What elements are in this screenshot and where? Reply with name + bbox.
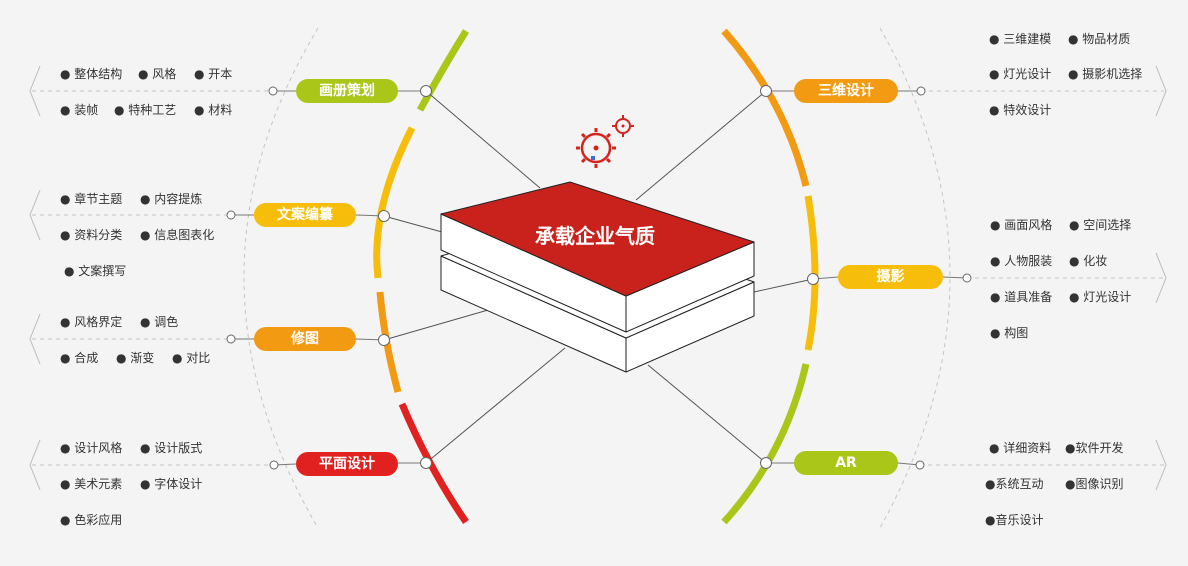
branch-pill-copywriting[interactable]: 文案编纂	[254, 203, 356, 227]
list-item: ● 详细资料	[989, 441, 1052, 455]
list-item: ● 开本	[194, 67, 233, 81]
list-item: ● 特种工艺	[114, 103, 177, 117]
list-item: ● 调色	[140, 315, 179, 329]
list-item: ● 构图	[990, 326, 1029, 340]
branch-pill-graphic-design[interactable]: 平面设计	[296, 452, 398, 476]
list-item: ● 化妆	[1069, 254, 1108, 268]
list-item: ● 美术元素	[60, 477, 123, 491]
list-item: ● 信息图表化	[140, 228, 215, 242]
list-item: ● 文案撰写	[64, 264, 127, 278]
branch-pill-retouching[interactable]: 修图	[254, 327, 356, 351]
list-item: ● 色彩应用	[60, 513, 123, 527]
left-arc-segment-green	[416, 29, 469, 112]
book-stack	[440, 181, 755, 373]
list-item: ● 空间选择	[1069, 218, 1132, 232]
list-item: ● 装帧	[60, 103, 99, 117]
list-item: ● 整体结构	[60, 67, 123, 81]
list-item: ● 合成	[60, 351, 99, 365]
right-arc-segment-green	[721, 363, 810, 525]
branch-pill-3d-design[interactable]: 三维设计	[794, 79, 898, 103]
list-item: ● 道具准备	[990, 290, 1053, 304]
branch-pill-ar[interactable]: AR	[794, 451, 898, 475]
upper-book-top	[440, 181, 755, 297]
branch-pill-album-planning[interactable]: 画册策划	[296, 79, 398, 103]
right-arc-segment-orange	[721, 28, 810, 187]
branch-pill-photography[interactable]: 摄影	[838, 265, 943, 289]
list-item: ● 人物服装	[990, 254, 1053, 268]
connector-nodes	[226, 85, 972, 470]
list-item: ● 摄影机选择	[1068, 67, 1143, 81]
left-arc-segment-red	[398, 402, 469, 524]
list-item: ● 设计版式	[140, 441, 203, 455]
list-item: ● 特效设计	[989, 103, 1052, 117]
center-title: 承载企业气质	[535, 224, 655, 248]
connector-lines	[383, 90, 814, 464]
gear-icon	[576, 115, 634, 168]
list-item: ● 渐变	[116, 351, 155, 365]
list-item: ● 灯光设计	[989, 67, 1052, 81]
list-item: ● 灯光设计	[1069, 290, 1132, 304]
list-item: ● 风格界定	[60, 315, 123, 329]
list-item: ● 画面风格	[990, 218, 1053, 232]
item-guides	[32, 90, 1164, 466]
left-arc-segment-yellow	[373, 126, 416, 279]
right-arc-segment-yellow	[804, 195, 819, 351]
gear-center-mark	[591, 156, 595, 160]
list-item: ● 内容提炼	[140, 192, 203, 206]
list-item: ● 风格	[138, 67, 177, 81]
list-item: ●图像识别	[1065, 477, 1124, 491]
list-item: ● 三维建模	[989, 32, 1052, 46]
left-dashed-arc	[243, 27, 319, 529]
guide-chevrons	[29, 65, 1167, 491]
list-item: ●音乐设计	[985, 513, 1044, 527]
list-item: ● 物品材质	[1068, 32, 1131, 46]
list-item: ●软件开发	[1065, 441, 1124, 455]
list-item: ● 章节主题	[60, 192, 123, 206]
list-item: ● 对比	[172, 351, 211, 365]
list-item: ● 设计风格	[60, 441, 123, 455]
list-item: ● 材料	[194, 103, 233, 117]
list-item: ●系统互动	[985, 477, 1044, 491]
list-item: ● 字体设计	[140, 477, 203, 491]
list-item: ● 资料分类	[60, 228, 123, 242]
